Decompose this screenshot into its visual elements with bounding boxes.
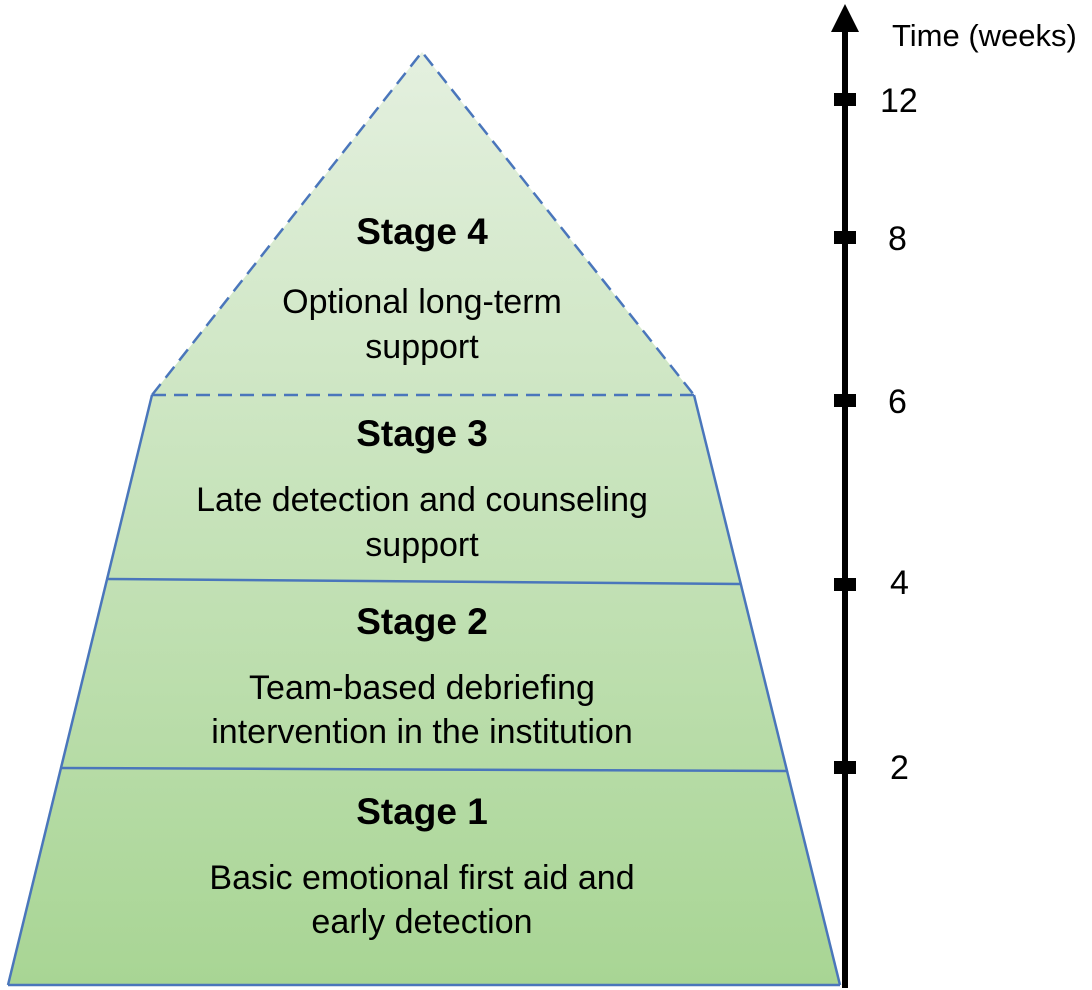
tick-mark-2 [834, 761, 856, 774]
stage-2-title: Stage 2 [356, 601, 488, 642]
stage-3-title: Stage 3 [356, 413, 488, 454]
stage-2-desc-line-1: Team-based debriefing [249, 669, 595, 707]
tick-mark-4 [834, 578, 856, 591]
stage-1-2-divider [59, 766, 787, 773]
tick-label-6: 6 [888, 383, 907, 421]
time-axis-arrow-icon [831, 4, 859, 32]
tick-mark-6 [834, 394, 856, 407]
stage-1-desc-line-1: Basic emotional first aid and [209, 859, 634, 897]
stage-1-title: Stage 1 [356, 791, 488, 832]
tick-label-8: 8 [888, 220, 907, 258]
stage-4-title: Stage 4 [356, 211, 488, 252]
pyramid-right-edge [692, 394, 842, 986]
stage-4-outline [151, 49, 695, 396]
tick-mark-8 [834, 231, 856, 244]
stage-4-desc-line-2: support [365, 328, 479, 366]
stage-3-desc-line-1: Late detection and counseling [196, 481, 648, 519]
stage-1-desc-line-2: early detection [311, 903, 532, 941]
tick-label-4: 4 [890, 564, 909, 602]
time-axis-label: Time (weeks) [892, 18, 1077, 53]
stage-4-desc-line-1: Optional long-term [282, 283, 562, 321]
tick-mark-12 [834, 93, 856, 106]
tick-label-12: 12 [880, 82, 918, 120]
stage-2-desc-line-2: intervention in the institution [211, 713, 632, 751]
stage-3-desc-line-2: support [365, 526, 479, 564]
stage-2-3-divider [105, 577, 742, 586]
tick-label-2: 2 [890, 749, 909, 787]
pyramid-left-edge [6, 394, 154, 986]
